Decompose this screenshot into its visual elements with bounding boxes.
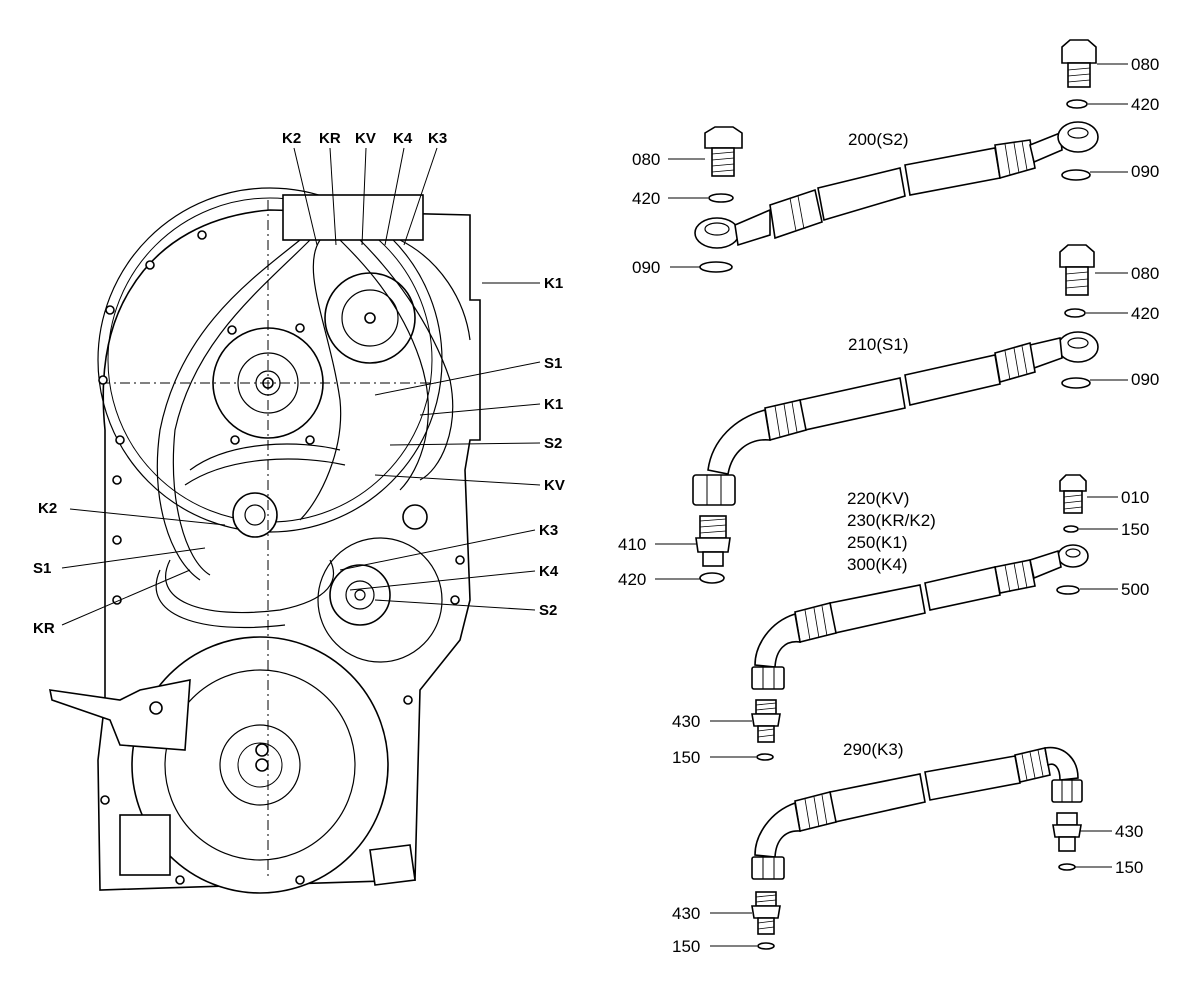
- hose-210-title: 210(S1): [848, 335, 908, 354]
- assembly-leader-lines: [61, 147, 541, 626]
- label-right-s2-lower: S2: [539, 602, 557, 619]
- hose-210-leaders: [655, 272, 1128, 580]
- hose-210-bolt: 080: [1131, 264, 1159, 283]
- hose-290-fitting-right: 430: [1115, 822, 1143, 841]
- hose-200-ring-left: 420: [632, 189, 660, 208]
- hose-230-title: 230(KR/K2): [847, 511, 936, 530]
- hose-200-seal-left: 090: [632, 258, 660, 277]
- hose-220-fitting-ring: 150: [672, 748, 700, 767]
- hose-200-seal-right: 090: [1131, 162, 1159, 181]
- label-left-s1: S1: [33, 560, 51, 577]
- hose-200-title: 200(S2): [848, 130, 908, 149]
- hose-300-title: 300(K4): [847, 555, 907, 574]
- label-right-k1: K1: [544, 396, 563, 413]
- hose-210-ring: 420: [1131, 304, 1159, 323]
- hose-220-drawing: [751, 474, 1089, 761]
- housing-bolts: [98, 230, 465, 885]
- hose-220-seal: 500: [1121, 580, 1149, 599]
- hose-200-ring-right: 420: [1131, 95, 1159, 114]
- label-k1-upper: K1: [544, 275, 563, 292]
- hose-210-fitting-ring: 420: [618, 570, 646, 589]
- label-right-k3: K3: [539, 522, 558, 539]
- hose-220-ring: 150: [1121, 520, 1149, 539]
- hose-210-seal: 090: [1131, 370, 1159, 389]
- label-top-k4: K4: [393, 130, 413, 147]
- hose-220-leaders: [710, 496, 1118, 758]
- hose-290-drawing: [751, 746, 1083, 950]
- label-right-s1: S1: [544, 355, 562, 372]
- label-right-k4: K4: [539, 563, 559, 580]
- label-top-kv: KV: [355, 130, 376, 147]
- hose-290-fitting-left: 430: [672, 904, 700, 923]
- label-left-k2: K2: [38, 500, 57, 517]
- label-top-k2: K2: [282, 130, 301, 147]
- label-top-kr: KR: [319, 130, 341, 147]
- hose-220-fitting: 430: [672, 712, 700, 731]
- transmission-housing-drawing: [48, 187, 481, 894]
- hose-220-title: 220(KV): [847, 489, 909, 508]
- hose-290-leaders: [710, 830, 1112, 947]
- label-top-k3: K3: [428, 130, 447, 147]
- hose-200-leaders: [668, 63, 1128, 268]
- hose-290-ring-right: 150: [1115, 858, 1143, 877]
- hose-200-drawing: [694, 39, 1099, 273]
- hose-220-bolt: 010: [1121, 488, 1149, 507]
- hose-250-title: 250(K1): [847, 533, 907, 552]
- label-left-kr: KR: [33, 620, 55, 637]
- hose-200-bolt-right: 080: [1131, 55, 1159, 74]
- label-right-s2: S2: [544, 435, 562, 452]
- hose-210-fitting: 410: [618, 535, 646, 554]
- hose-200-bolt-left: 080: [632, 150, 660, 169]
- hose-290-ring-left: 150: [672, 937, 700, 956]
- hose-210-drawing: [692, 244, 1099, 584]
- hose-290-title: 290(K3): [843, 740, 903, 759]
- label-right-kv: KV: [544, 477, 565, 494]
